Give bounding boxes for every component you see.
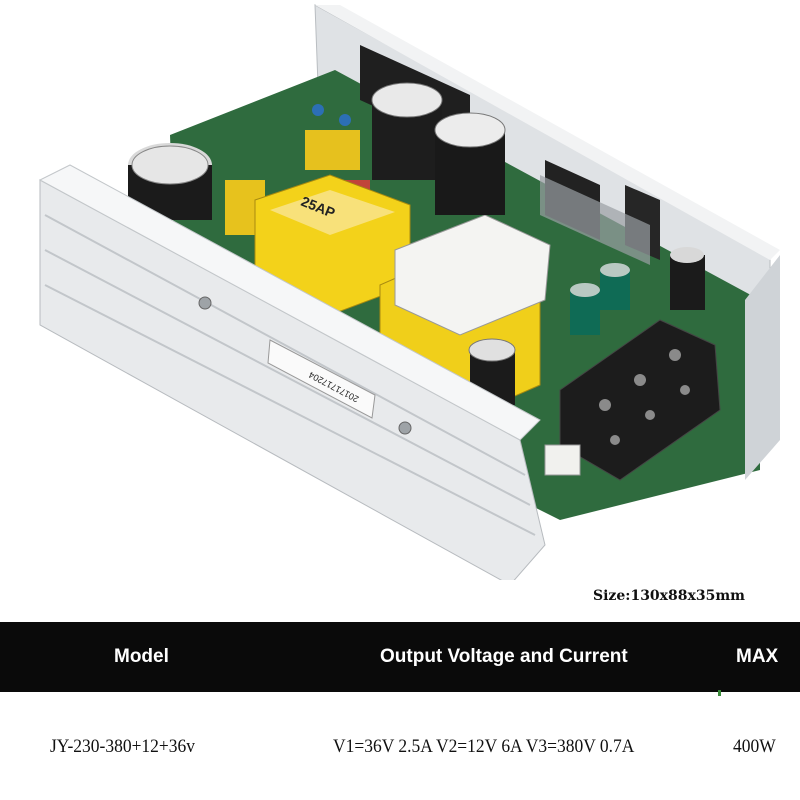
capacitor-top [131, 145, 209, 185]
divider-tick [718, 690, 721, 696]
header-output: Output Voltage and Current [380, 646, 628, 667]
size-caption: Size:130x88x35mm [593, 588, 745, 604]
heatsink-label [267, 339, 376, 419]
power-supply-photo: 25AP 20171717204 [38, 4, 780, 580]
row-output: V1=36V 2.5A V2=12V 6A V3=380V 0.7A [333, 736, 635, 757]
header-model: Model [114, 646, 169, 667]
header-max: MAX [736, 646, 779, 667]
spec-table-header: Model Output Voltage and Current MAX [0, 622, 800, 692]
housing-right-wall [745, 255, 780, 480]
row-model: JY-230-380+12+36v [50, 736, 196, 757]
row-max: 400W [733, 736, 776, 757]
screw [198, 296, 212, 310]
